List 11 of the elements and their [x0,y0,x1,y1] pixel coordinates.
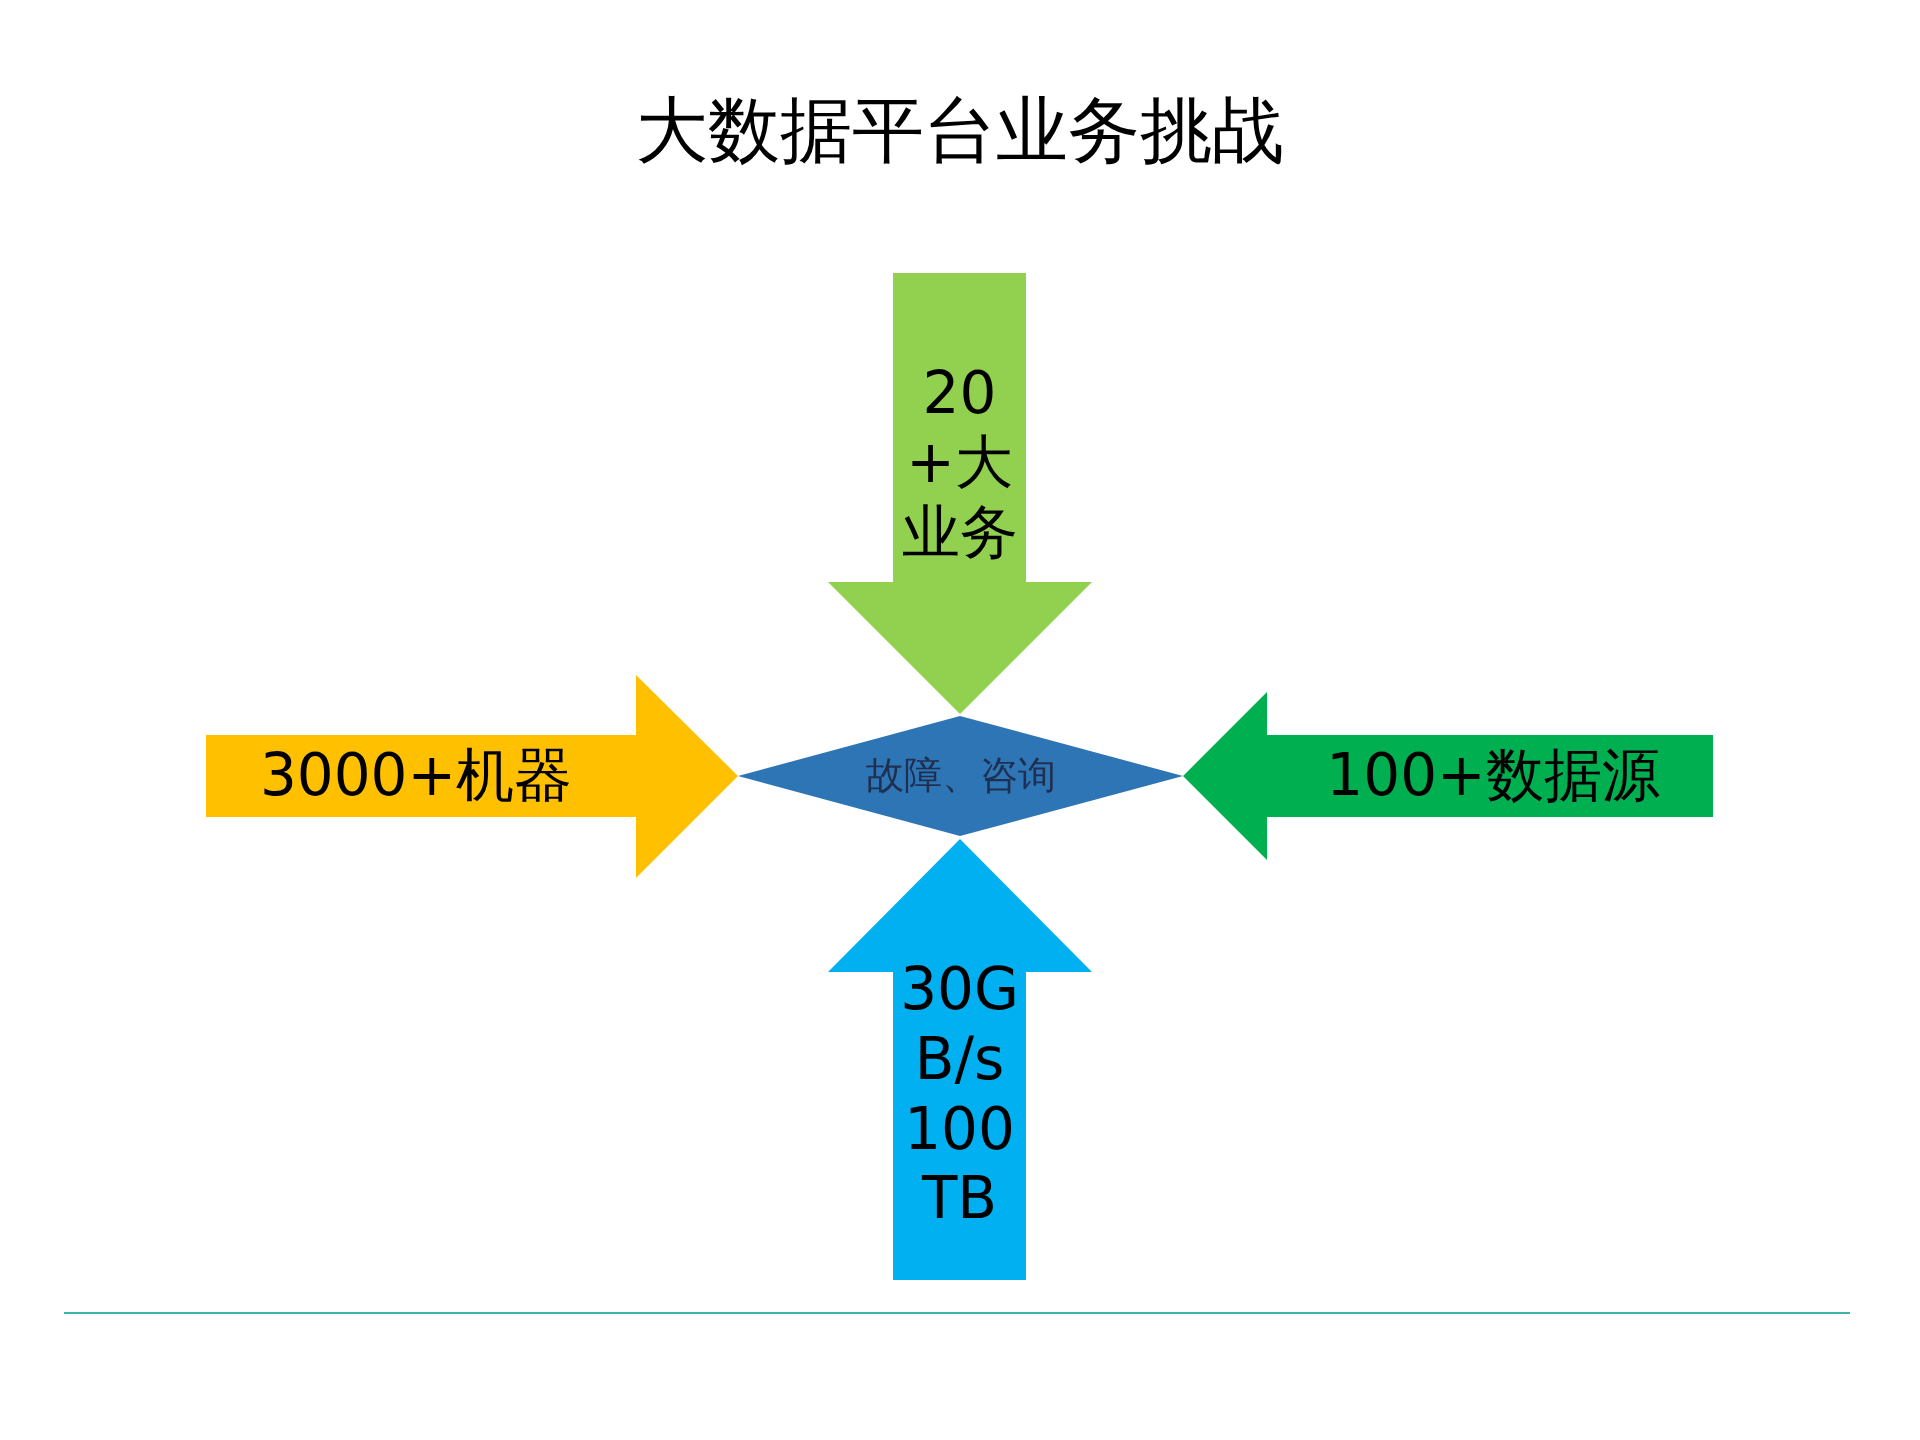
arrow-label: 20+大业务 [900,357,1019,568]
arrow-label: 3000+机器 [258,740,574,812]
decision-diamond [738,716,1183,836]
title: 大数据平台业务挑战 [635,88,1285,172]
arrow-shape [1183,692,1713,860]
arrow-label: 100+数据源 [1325,740,1661,812]
arrow-shape [206,675,738,878]
arrow-shape [828,273,1092,714]
diamond-label: 故障、咨询 [864,752,1057,800]
arrow-shape [828,839,1092,1280]
arrow-label: 30GB/s 100TB [899,954,1020,1235]
